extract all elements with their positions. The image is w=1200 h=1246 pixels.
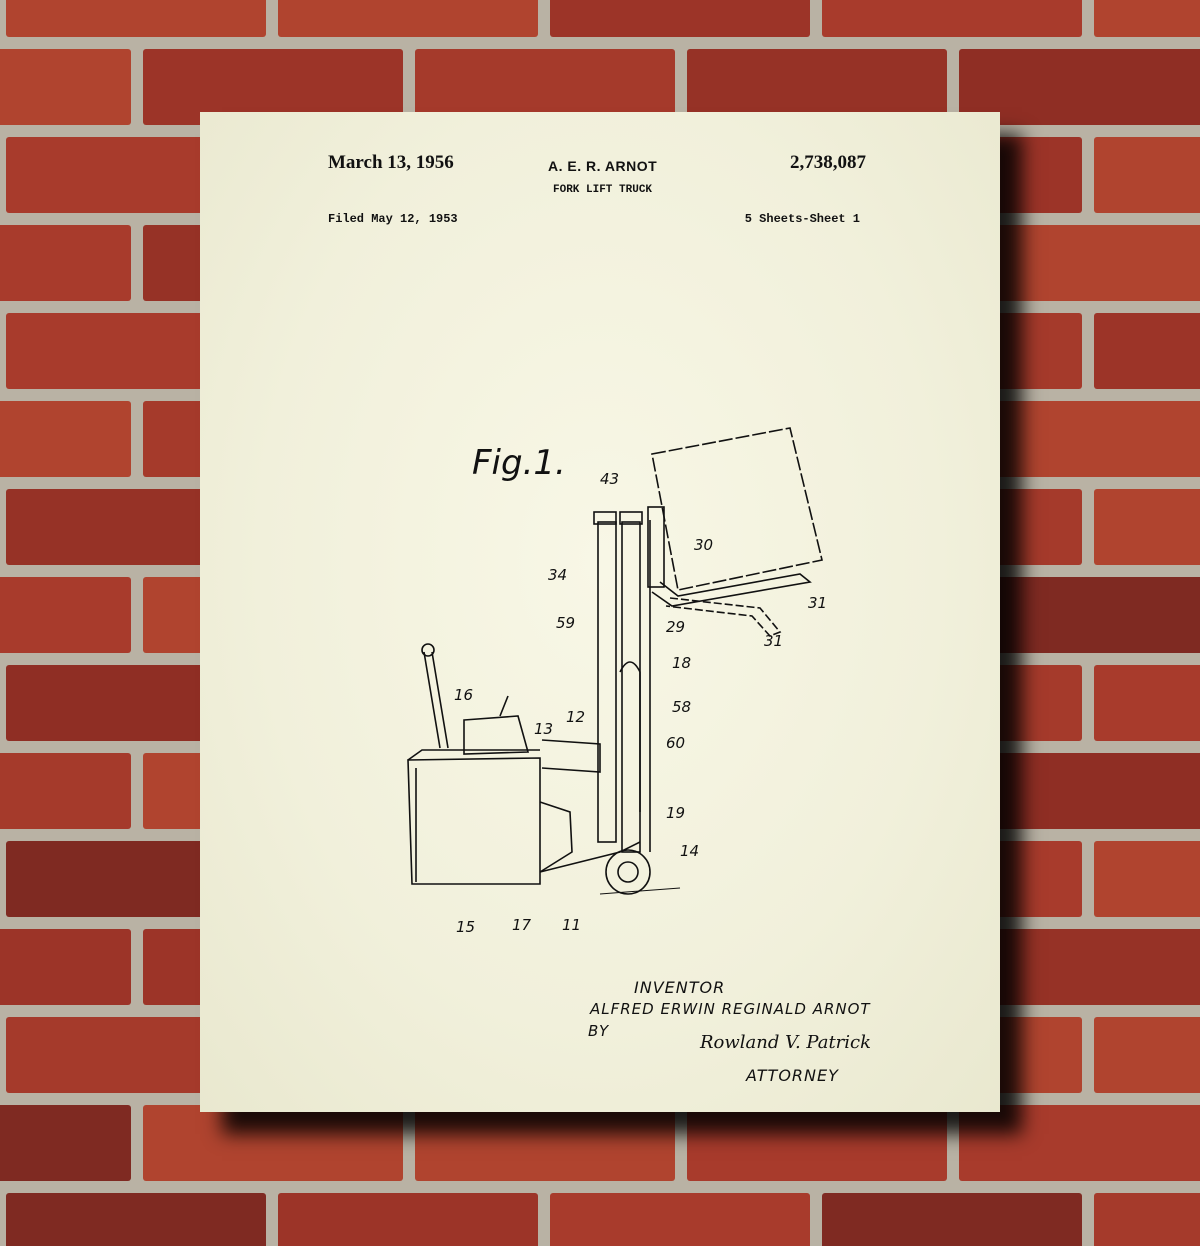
part-label: 16 (454, 686, 473, 704)
inventor-header: A. E. R. ARNOT (548, 158, 658, 174)
brick (1094, 313, 1200, 389)
part-label: 11 (562, 916, 581, 934)
patent-poster: March 13, 1956 A. E. R. ARNOT FORK LIFT … (200, 112, 1000, 1112)
attorney-signature: Rowland V. Patrick (700, 1032, 872, 1053)
brick (1094, 489, 1200, 565)
brick (959, 401, 1200, 477)
brick (6, 0, 266, 37)
inventor-label: INVENTOR (634, 978, 726, 997)
brick (143, 49, 403, 125)
part-label: 13 (534, 720, 553, 738)
brick (0, 929, 131, 1005)
brick (1094, 137, 1200, 213)
filed-date: Filed May 12, 1953 (328, 212, 458, 226)
brick (959, 929, 1200, 1005)
brick (0, 49, 131, 125)
forklift-drawing: Fig.1. 43 30 (407, 427, 827, 936)
part-label: 31 (764, 632, 783, 650)
part-label: 31 (808, 594, 827, 612)
brick (959, 577, 1200, 653)
part-label: 14 (680, 842, 699, 860)
patent-date: March 13, 1956 (328, 152, 454, 173)
figure-label: Fig.1. (472, 443, 566, 483)
brick (959, 1105, 1200, 1181)
brick (0, 1105, 131, 1181)
patent-title: FORK LIFT TRUCK (553, 184, 653, 196)
brick (687, 1105, 947, 1181)
part-label: 30 (694, 536, 713, 554)
brick (0, 577, 131, 653)
brick (959, 753, 1200, 829)
part-label: 19 (666, 804, 685, 822)
brick (0, 753, 131, 829)
sheet-count: 5 Sheets-Sheet 1 (744, 212, 860, 226)
brick (822, 1193, 1082, 1246)
brick (143, 1105, 403, 1181)
brick (278, 1193, 538, 1246)
brick (278, 0, 538, 37)
brick (415, 49, 675, 125)
brick (1094, 1193, 1200, 1246)
part-label: 29 (666, 618, 685, 636)
brick (1094, 665, 1200, 741)
part-label: 43 (600, 470, 619, 488)
brick (1094, 0, 1200, 37)
part-label: 17 (512, 916, 532, 934)
part-label: 34 (548, 566, 567, 584)
brick (1094, 841, 1200, 917)
brick (1094, 1017, 1200, 1093)
part-label: 15 (456, 918, 475, 936)
brick (415, 1105, 675, 1181)
patent-number: 2,738,087 (790, 152, 866, 173)
part-label: 18 (672, 654, 691, 672)
part-label: 58 (672, 698, 691, 716)
part-label: 59 (556, 614, 575, 632)
brick (959, 225, 1200, 301)
brick (0, 225, 131, 301)
by-label: BY (588, 1022, 610, 1040)
brick (550, 1193, 810, 1246)
brick (550, 0, 810, 37)
brick (687, 49, 947, 125)
inventor-name: ALFRED ERWIN REGINALD ARNOT (590, 1000, 871, 1018)
brick (822, 0, 1082, 37)
attorney-label: ATTORNEY (746, 1066, 839, 1085)
brick (959, 49, 1200, 125)
brick (0, 401, 131, 477)
part-label: 12 (566, 708, 585, 726)
brick (6, 1193, 266, 1246)
part-label: 60 (666, 734, 685, 752)
